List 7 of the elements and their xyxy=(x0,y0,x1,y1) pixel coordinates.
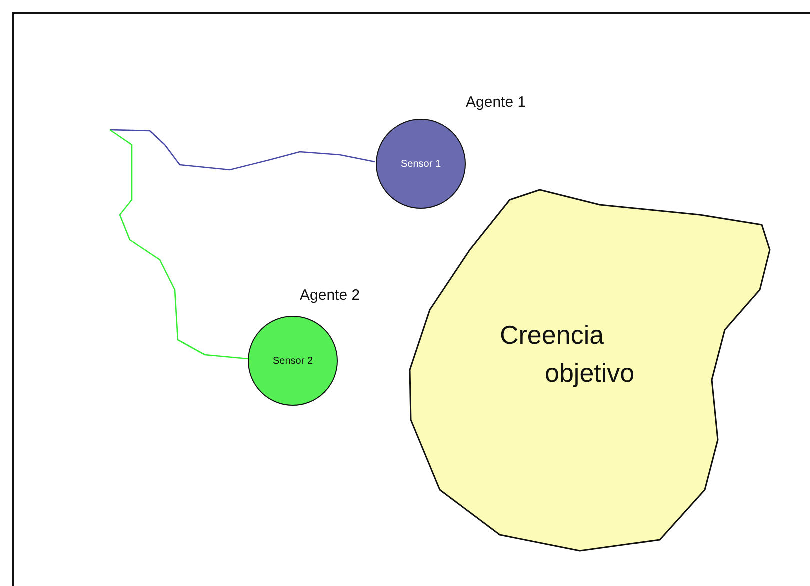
sensor-label: Sensor 2 xyxy=(272,356,314,366)
agent-label: Agente 1 xyxy=(466,94,526,111)
trajectory-line xyxy=(110,129,376,171)
agent-label: Agente 2 xyxy=(300,287,360,304)
sensor-label: Sensor 1 xyxy=(400,158,442,170)
trajectory-line xyxy=(110,129,248,360)
region-label: Creencia objetivo xyxy=(500,319,636,390)
